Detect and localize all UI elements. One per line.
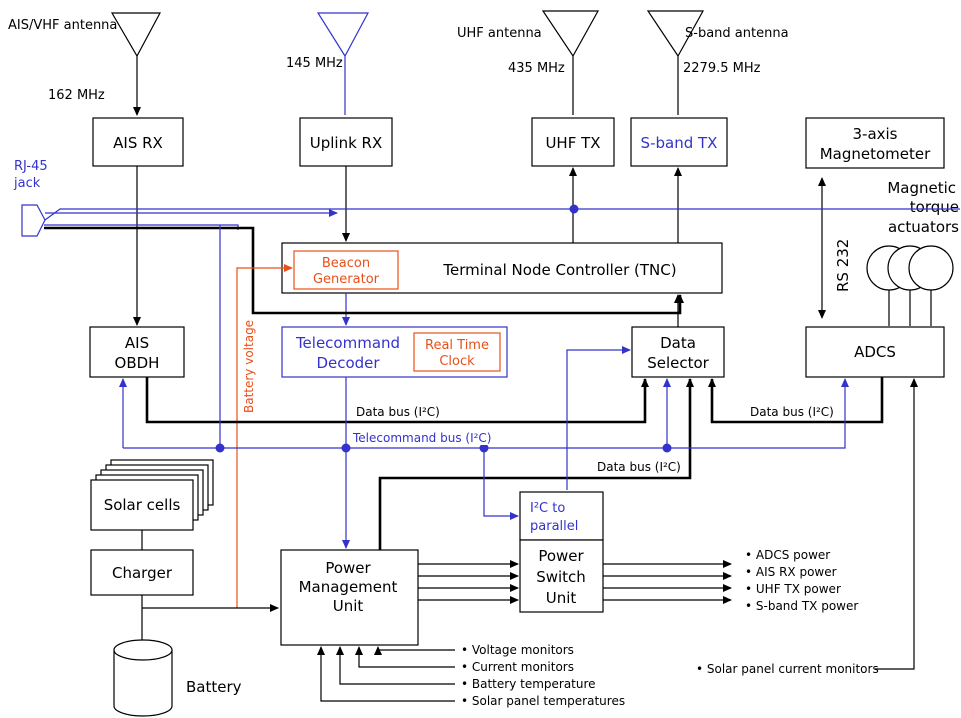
data-selector-label-1: Data bbox=[660, 334, 696, 352]
battery-voltage-label: Battery voltage bbox=[242, 320, 256, 413]
power-output-uhf: • UHF TX power bbox=[745, 582, 841, 596]
i2c-parallel-label-1: I²C to bbox=[530, 501, 565, 516]
junction-dot bbox=[215, 443, 225, 453]
ais-frequency-label: 162 MHz bbox=[48, 88, 105, 103]
monitor-battery-temp: • Battery temperature bbox=[461, 677, 596, 691]
solar-cells-stack bbox=[90, 459, 214, 531]
uhf-tx-label: UHF TX bbox=[545, 134, 600, 152]
sband-antenna-label: S-band antenna bbox=[685, 26, 789, 41]
monitor-solar-temp: • Solar panel temperatures bbox=[461, 694, 625, 708]
pmu-label-3: Unit bbox=[333, 597, 364, 615]
beacon-label-1: Beacon bbox=[322, 256, 370, 271]
uhf-tx-block bbox=[531, 117, 615, 167]
data-bus-label-1: Data bus (I²C) bbox=[356, 405, 440, 419]
data-selector-label-2: Selector bbox=[647, 354, 709, 372]
rj45-label-1: RJ-45 bbox=[14, 159, 48, 174]
parallel-to-selector bbox=[566, 346, 631, 490]
i2c-to-parallel-block bbox=[519, 491, 604, 541]
data-bus-label-3: Data bus (I²C) bbox=[597, 460, 681, 474]
uplink-antenna-icon bbox=[316, 12, 370, 115]
tc-bus-to-parallel bbox=[483, 448, 519, 520]
tc-decoder-label-1: Telecommand bbox=[295, 334, 400, 352]
uhf-antenna-icon bbox=[541, 10, 600, 115]
ais-vhf-antenna-label: AIS/VHF antenna bbox=[8, 18, 117, 33]
telecommand-bus-label: Telecommand bus (I²C) bbox=[352, 431, 491, 445]
magnetic-label-2: torque bbox=[910, 198, 959, 216]
magnetometer-label-1: 3-axis bbox=[852, 125, 897, 143]
solar-cells-label: Solar cells bbox=[104, 496, 181, 514]
psu-output-arrows bbox=[603, 560, 732, 604]
rtc-label-2: Clock bbox=[439, 354, 475, 369]
pmu-label-2: Management bbox=[299, 578, 398, 596]
magnetic-label-1: Magnetic bbox=[887, 179, 956, 197]
ais-rx-block bbox=[92, 117, 184, 167]
psu-label-2: Switch bbox=[536, 568, 586, 586]
monitor-current: • Current monitors bbox=[461, 660, 574, 674]
ais-obdh-label-1: AIS bbox=[125, 334, 149, 352]
junction-dot bbox=[569, 204, 579, 214]
power-output-ais: • AIS RX power bbox=[745, 565, 837, 579]
data-bus-obdh bbox=[145, 377, 649, 424]
beacon-generator-block bbox=[293, 250, 399, 290]
solar-current-label: • Solar panel current monitors bbox=[696, 662, 879, 676]
real-time-clock-block bbox=[413, 332, 501, 372]
magnetometer-block bbox=[805, 117, 945, 169]
data-bus-adcs bbox=[708, 377, 884, 424]
pmu-to-psu-arrows bbox=[418, 560, 519, 604]
sband-antenna-icon bbox=[646, 10, 705, 115]
data-bus-label-2: Data bus (I²C) bbox=[750, 405, 834, 419]
rj45-blue-bus bbox=[44, 208, 960, 221]
i2c-parallel-label-2: parallel bbox=[530, 519, 578, 534]
pmu-label-1: Power bbox=[325, 559, 371, 577]
sband-tx-label: S-band TX bbox=[641, 134, 718, 152]
magnetometer-label-2: Magnetometer bbox=[820, 145, 931, 163]
rj45-jack-icon bbox=[21, 204, 46, 237]
power-switch-unit-block bbox=[519, 539, 604, 613]
tnc-label: Terminal Node Controller (TNC) bbox=[442, 261, 676, 279]
ais-rx-label: AIS RX bbox=[113, 134, 163, 152]
pmu-block bbox=[280, 549, 419, 646]
junction-dot bbox=[662, 443, 672, 453]
ais-obdh-block bbox=[89, 326, 185, 378]
rtc-label-1: Real Time bbox=[425, 338, 489, 353]
telecommand-bus bbox=[123, 378, 849, 449]
psu-label-1: Power bbox=[538, 547, 584, 565]
ais-obdh-label-2: OBDH bbox=[115, 354, 160, 372]
psu-label-3: Unit bbox=[546, 589, 577, 607]
uplink-rx-block bbox=[299, 117, 393, 167]
monitor-voltage: • Voltage monitors bbox=[461, 643, 574, 657]
rj45-label-2: jack bbox=[13, 176, 41, 191]
solar-current-to-adcs bbox=[875, 378, 918, 670]
uplink-rx-label: Uplink RX bbox=[310, 134, 383, 152]
tc-decoder-label-2: Decoder bbox=[316, 354, 380, 372]
torque-actuator-icon bbox=[866, 245, 954, 326]
beacon-label-2: Generator bbox=[313, 272, 380, 287]
power-output-adcs: • ADCS power bbox=[745, 548, 830, 562]
battery-voltage-line bbox=[236, 264, 293, 608]
charger-label: Charger bbox=[112, 564, 173, 582]
sband-tx-block bbox=[630, 117, 728, 167]
rj45-to-tnc-bold bbox=[44, 226, 684, 315]
uhf-antenna-label: UHF antenna bbox=[457, 26, 542, 41]
power-output-sband: • S-band TX power bbox=[745, 599, 858, 613]
monitor-lines bbox=[317, 646, 455, 702]
sband-frequency-label: 2279.5 MHz bbox=[683, 61, 761, 76]
rs232-label: RS 232 bbox=[834, 239, 852, 292]
junction-dot bbox=[479, 443, 489, 453]
data-bus-pmu bbox=[378, 378, 694, 550]
adcs-label: ADCS bbox=[854, 343, 896, 361]
battery-label: Battery bbox=[186, 678, 242, 696]
ais-vhf-antenna-icon bbox=[110, 12, 162, 115]
charger-block bbox=[90, 549, 194, 596]
junction-dot bbox=[341, 443, 351, 453]
uplink-frequency-label: 145 MHz bbox=[286, 56, 343, 71]
battery-icon bbox=[113, 639, 173, 717]
adcs-block bbox=[805, 326, 945, 378]
uhf-frequency-label: 435 MHz bbox=[508, 61, 565, 76]
magnetic-label-3: actuators bbox=[888, 218, 959, 236]
